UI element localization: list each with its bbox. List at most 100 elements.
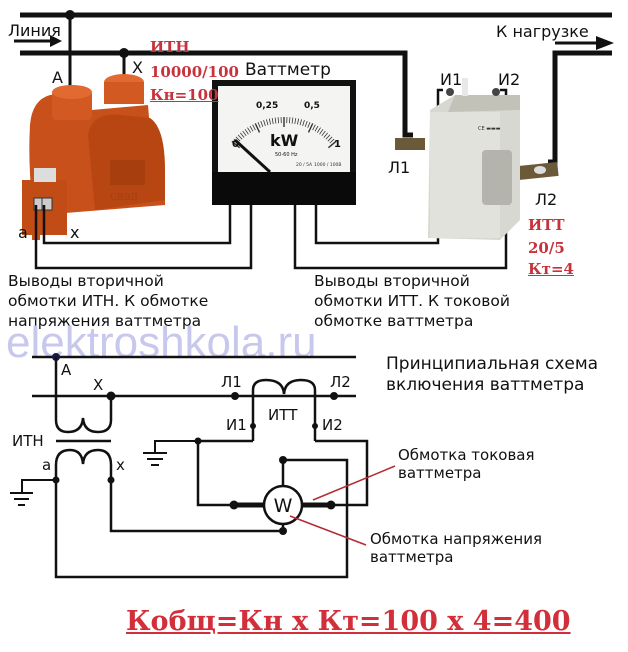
pointer-current-coil — [312, 465, 396, 501]
itt-terminal-L2-label: Л2 — [535, 190, 558, 209]
terminal-a-label: а — [18, 223, 28, 242]
meter-tick — [325, 134, 331, 140]
voltage-coil-label: Обмотка напряжения ваттметра — [370, 530, 542, 566]
meter-tick — [327, 136, 333, 142]
schematic-I1-label: И1 — [226, 416, 247, 434]
current-transformer-image: CE ▬▬▬ — [395, 78, 559, 240]
meter-tick — [294, 117, 297, 125]
current-coil-label: Обмотка токовая ваттметра — [398, 446, 535, 482]
schematic-itt-label: ИТТ — [268, 406, 298, 424]
wattmeter-symbol-label: W — [274, 495, 293, 517]
meter-tick — [329, 138, 335, 144]
wire-itn-x — [42, 205, 232, 245]
meter-tick — [254, 123, 261, 133]
meter-tick — [274, 117, 277, 124]
voltage-transformer-image: СВЭЛ — [22, 74, 166, 240]
meter-tick — [307, 123, 314, 133]
meter-tick — [271, 117, 274, 125]
itt-terminal-I1-label: И1 — [440, 70, 463, 89]
ground-icon — [10, 479, 56, 506]
ground-icon — [143, 440, 198, 466]
itn-body-text: СВЭЛ — [110, 193, 138, 203]
wire-itn-x-to-w — [109, 480, 283, 533]
terminal-X-label: Х — [132, 58, 143, 77]
meter-tick — [263, 120, 266, 126]
meter-scale-05: 0,5 — [304, 101, 320, 111]
schematic-X-label: Х — [93, 376, 104, 394]
schematic-a-label: а — [42, 456, 52, 474]
wire-I2-to-w — [315, 439, 369, 507]
meter-scale-1: 1 — [334, 139, 341, 150]
meter-frequency: 50-60 Hz — [275, 152, 298, 158]
caption-itn-secondary: Выводы вторичной обмотки ИТН. К обмотке … — [8, 272, 209, 330]
meter-tick — [244, 129, 249, 135]
junction-dot — [312, 423, 318, 429]
meter-tick — [235, 136, 241, 142]
terminal-A-label: А — [52, 68, 63, 87]
schematic-x-label: х — [116, 456, 125, 474]
meter-ratio-current: 20 / 5A — [296, 162, 313, 168]
junction-dot — [250, 423, 256, 429]
itn-primary-winding — [54, 357, 113, 434]
meter-tick — [252, 124, 256, 131]
meter-tick — [247, 127, 252, 133]
junction-dot — [229, 500, 239, 510]
meter-tick — [316, 127, 321, 133]
meter-tick — [231, 140, 241, 149]
pointer-voltage-coil — [289, 515, 367, 546]
meter-tick — [307, 122, 311, 128]
meter-needle — [233, 138, 272, 174]
schematic-A-label: А — [61, 361, 72, 379]
meter-tick — [299, 119, 302, 126]
meter-tick — [268, 118, 271, 125]
junction-dot — [194, 437, 202, 445]
junction-dot — [231, 392, 239, 400]
schematic-L1-label: Л1 — [221, 373, 242, 391]
svg-text:CE ▬▬▬: CE ▬▬▬ — [478, 126, 501, 132]
meter-tick — [297, 118, 300, 125]
meter-scale-0: 0 — [232, 139, 239, 150]
itt-winding — [251, 378, 317, 396]
caption-itt-secondary: Выводы вторичной обмотки ИТТ. К токовой … — [314, 272, 510, 330]
itn-secondary-winding — [54, 448, 113, 480]
meter-scale-ticks — [231, 117, 337, 149]
schematic-itn-label: ИТН — [12, 432, 44, 450]
meter-scale-025: 0,25 — [256, 101, 278, 111]
wattmeter-image: 0 0,25 0,5 1 kW 50-60 Hz 20 / 5A 1000 / … — [212, 80, 356, 205]
arrow-right-icon — [555, 36, 614, 50]
wire-itn-a — [34, 205, 253, 270]
meter-tick — [291, 117, 294, 124]
meter-unit: kW — [270, 131, 299, 150]
line-wire-bottom-left — [20, 50, 413, 138]
itt-coefficient: Кт=4 — [528, 260, 574, 278]
meter-tick — [239, 132, 245, 138]
itn-name: ИТН — [150, 38, 190, 56]
schematic-title: Принципиальная схема включения ваттметра — [386, 354, 599, 395]
meter-tick — [304, 120, 308, 127]
terminal-x-label: х — [70, 223, 80, 242]
wire-itt-i1 — [314, 88, 443, 245]
arrow-right-icon — [14, 35, 62, 47]
meter-tick — [257, 122, 261, 128]
schematic-I2-label: И2 — [322, 416, 343, 434]
wire-itt-i2 — [293, 88, 508, 270]
meter-tick — [302, 120, 305, 126]
meter-tick — [319, 129, 324, 135]
meter-tick — [242, 130, 247, 137]
meter-tick — [321, 130, 326, 137]
wattmeter-title: Ваттметр — [245, 60, 331, 80]
meter-tick — [277, 117, 279, 124]
junction-dot — [326, 500, 336, 510]
meter-ratio-voltage: 1000 / 100B — [314, 162, 342, 168]
wattmeter-symbol — [262, 484, 304, 526]
itn-ratio: 10000/100 — [150, 63, 239, 81]
meter-tick — [249, 125, 254, 132]
junction-dot — [330, 392, 338, 400]
meter-tick — [323, 132, 329, 138]
itt-terminal-L1-label: Л1 — [388, 158, 411, 177]
itt-name: ИТТ — [528, 216, 565, 234]
meter-tick — [314, 125, 319, 132]
line-wire-bottom-right — [548, 50, 612, 165]
